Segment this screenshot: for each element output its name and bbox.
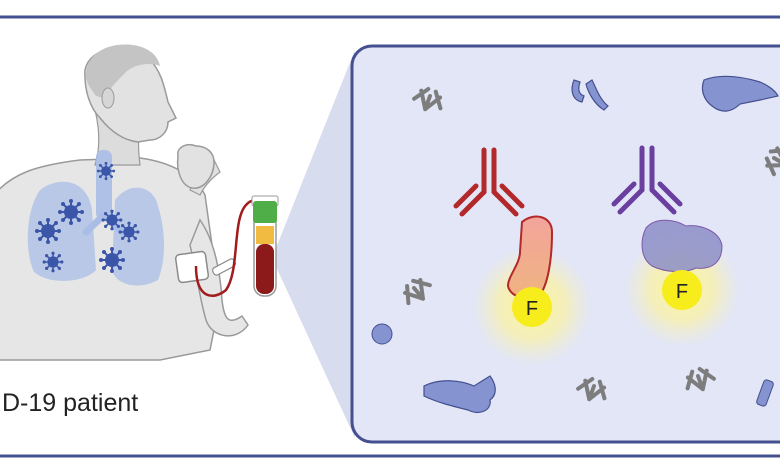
top-margin [0,0,780,16]
iv-patch-icon [174,250,237,284]
antigen-protein-icon-purple [641,219,723,273]
antigen-protein-icon [585,79,609,111]
antigen-protein-icon [756,379,774,407]
fluorophore-label-right: F [676,281,688,303]
background-antigen-icons [371,75,779,413]
patient-caption: D-19 patient [2,389,139,417]
fluorophore-icon-right [662,270,702,310]
fluorophore-icon-left [512,287,552,327]
antigen-protein-icon [371,323,393,345]
blood-tube-icon [251,195,279,297]
zoom-cone [272,50,355,438]
antibody-icon-red [453,147,525,217]
fluorophore-label-left: F [526,298,538,320]
antibody-icon-purple [611,145,683,215]
antigen-protein-icon [423,375,496,413]
antigen-protein-icon [701,75,779,112]
antigen-protein-icon [571,79,585,103]
lungs-icon [27,150,164,286]
